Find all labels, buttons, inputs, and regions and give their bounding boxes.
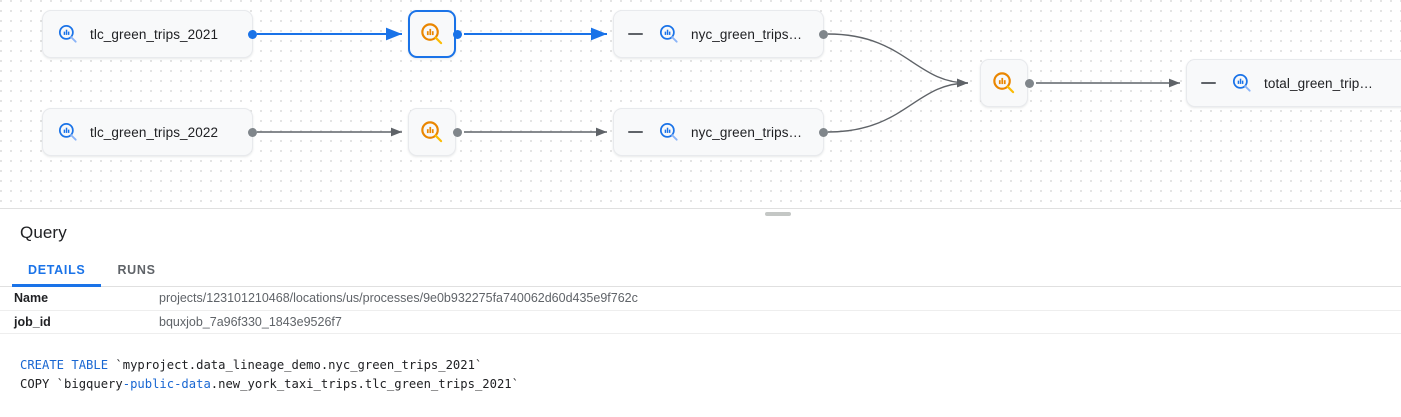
edge-nyc1-procm <box>827 33 969 88</box>
graph-node-tlc-green-trips-2021[interactable]: tlc_green_trips_2021 <box>42 10 253 58</box>
graph-node-process-1[interactable] <box>408 10 456 58</box>
graph-node-nyc-green-trips-1[interactable]: nyc_green_trips… <box>613 10 824 58</box>
panel-title: Query <box>20 223 67 242</box>
bigquery-table-search-icon <box>658 121 680 143</box>
sql-keyword: -public-data <box>122 377 211 391</box>
lineage-process-search-icon <box>419 119 445 145</box>
bigquery-table-search-icon <box>57 23 79 45</box>
graph-node-label: tlc_green_trips_2021 <box>90 26 219 42</box>
panel-resize-handle[interactable] <box>765 212 791 216</box>
graph-node-label: nyc_green_trips… <box>691 124 803 140</box>
tab-details[interactable]: DETAILS <box>12 253 102 287</box>
port-out-tlc2021[interactable] <box>248 29 257 39</box>
detail-value: projects/123101210468/locations/us/proce… <box>159 291 638 306</box>
collapse-dash-icon[interactable] <box>1201 82 1216 84</box>
detail-row-name: Name projects/123101210468/locations/us/… <box>0 287 1401 311</box>
sql-query-block[interactable]: CREATE TABLE `myproject.data_lineage_dem… <box>0 356 1401 394</box>
detail-key: job_id <box>14 314 51 329</box>
sql-text: `myproject.data_lineage_demo.nyc_green_t… <box>108 358 483 372</box>
collapse-dash-icon[interactable] <box>628 33 643 35</box>
graph-node-label: tlc_green_trips_2022 <box>90 124 219 140</box>
graph-node-process-2[interactable] <box>408 108 456 156</box>
panel-splitter <box>0 200 1401 216</box>
collapse-dash-icon[interactable] <box>628 131 643 133</box>
detail-row-job-id: job_id bquxjob_7a96f330_1843e9526f7 <box>0 311 1401 334</box>
edge-nyc2-procm <box>827 78 969 133</box>
detail-value: bquxjob_7a96f330_1843e9526f7 <box>159 314 342 329</box>
bigquery-table-search-icon <box>57 121 79 143</box>
port-out-tlc2022[interactable] <box>248 127 257 137</box>
sql-line-2: COPY `bigquery-public-data.new_york_taxi… <box>20 375 1401 394</box>
sql-text: .new_york_taxi_trips.tlc_green_trips_202… <box>210 377 519 391</box>
lineage-graph-canvas[interactable]: tlc_green_trips_2021 nyc_green_tr <box>0 0 1401 208</box>
sql-text: COPY `bigquery <box>20 377 123 391</box>
port-out-proc1[interactable] <box>453 29 462 39</box>
bigquery-table-search-icon <box>658 23 680 45</box>
sql-keyword: CREATE TABLE <box>20 358 109 372</box>
port-out-proc2[interactable] <box>453 127 462 137</box>
details-table: Name projects/123101210468/locations/us/… <box>0 287 1401 334</box>
bigquery-table-search-icon <box>1231 72 1253 94</box>
detail-key: Name <box>14 291 49 306</box>
port-out-nyc2[interactable] <box>819 127 828 137</box>
graph-node-nyc-green-trips-2[interactable]: nyc_green_trips… <box>613 108 824 156</box>
lineage-process-search-icon <box>419 21 445 47</box>
graph-node-process-merge[interactable] <box>980 59 1028 107</box>
graph-node-label: total_green_trip… <box>1264 75 1374 91</box>
port-out-nyc1[interactable] <box>819 29 828 39</box>
graph-node-tlc-green-trips-2022[interactable]: tlc_green_trips_2022 <box>42 108 253 156</box>
lineage-process-search-icon <box>991 70 1017 96</box>
port-out-process-merge[interactable] <box>1025 78 1034 88</box>
panel-tabbar: DETAILS RUNS <box>0 253 1401 287</box>
graph-node-total-green-trips[interactable]: total_green_trip… <box>1186 59 1401 107</box>
details-panel: Query DETAILS RUNS Name projects/1231012… <box>0 208 1401 417</box>
graph-node-label: nyc_green_trips… <box>691 26 803 42</box>
tab-runs[interactable]: RUNS <box>101 253 171 286</box>
sql-line-1: CREATE TABLE `myproject.data_lineage_dem… <box>20 356 1401 375</box>
